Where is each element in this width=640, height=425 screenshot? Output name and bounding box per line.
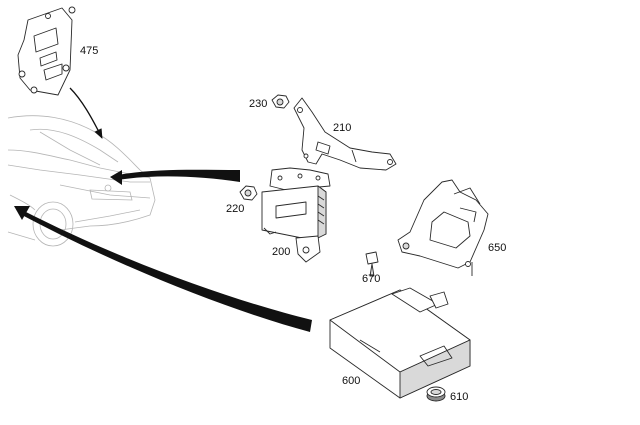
part-610-plug — [426, 386, 446, 402]
callout-650: 650 — [488, 242, 507, 254]
arrow-600-to-vehicle-head — [14, 206, 30, 220]
part-200-control-unit — [261, 167, 331, 263]
part-475-mounting-bracket — [17, 6, 76, 96]
arrow-475-to-vehicle — [69, 87, 103, 139]
arrow-200-to-vehicle-head — [110, 170, 122, 185]
part-230-nut — [271, 94, 290, 109]
part-600-control-module — [329, 287, 471, 399]
part-220-nut — [239, 185, 258, 201]
callout-200: 200 — [272, 246, 291, 258]
callout-600: 600 — [342, 375, 361, 387]
callout-230: 230 — [249, 98, 268, 110]
part-210-support-bracket — [293, 97, 397, 171]
callout-670: 670 — [362, 273, 381, 285]
vehicle-outline — [7, 115, 156, 247]
arrow-600-to-vehicle-shaft — [20, 210, 312, 332]
callout-210: 210 — [333, 122, 352, 134]
callout-220: 220 — [226, 203, 245, 215]
callout-610: 610 — [450, 391, 469, 403]
part-670-screw — [365, 251, 379, 277]
callout-475: 475 — [80, 45, 99, 57]
arrow-200-to-vehicle-shaft — [118, 169, 240, 182]
part-650-bracket-plate — [397, 179, 489, 276]
